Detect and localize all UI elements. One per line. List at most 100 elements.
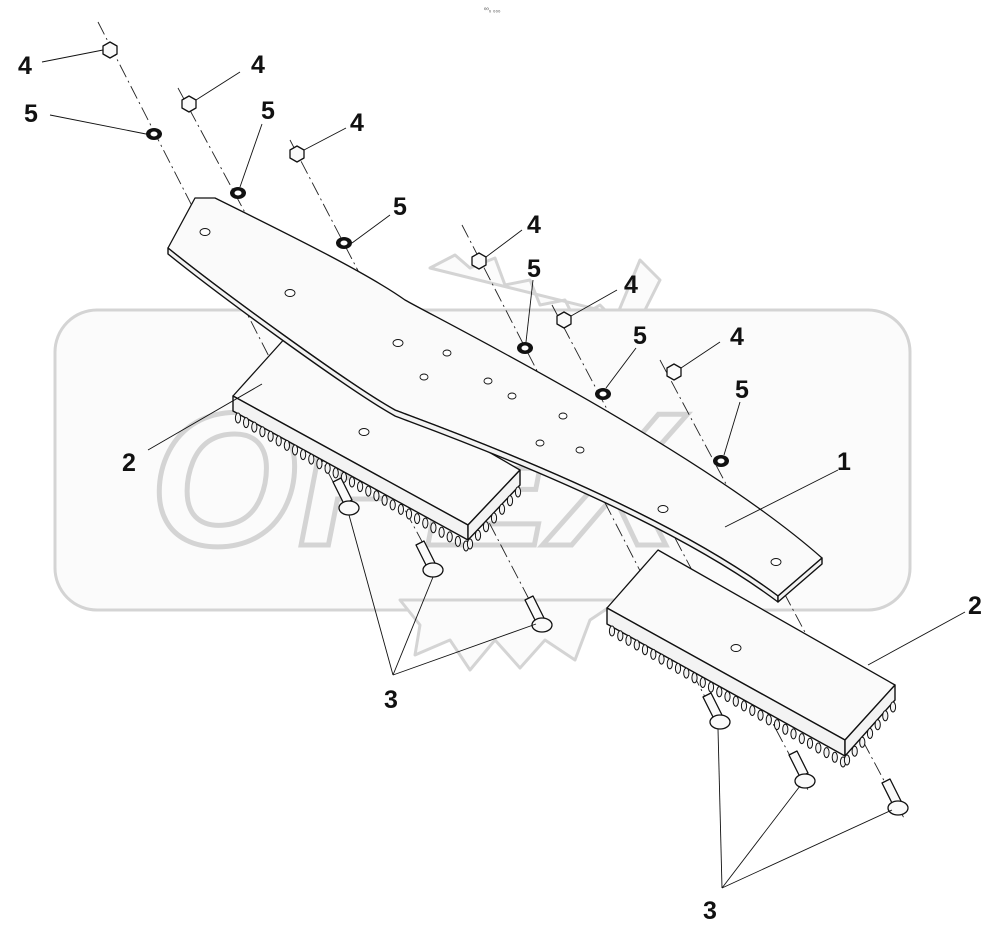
callout-5: 5 bbox=[24, 100, 38, 128]
pad-tooth bbox=[405, 508, 413, 520]
nut-icon bbox=[556, 311, 572, 329]
toothed-pad-right bbox=[606, 549, 897, 768]
pad-tooth bbox=[514, 486, 522, 498]
pad-left-teeth bbox=[234, 412, 522, 552]
pad-tooth bbox=[397, 503, 404, 515]
callouts: 4 4 4 4 4 4 5 5 5 5 5 5 1 2 2 3 3 bbox=[18, 51, 982, 925]
pad-tooth bbox=[815, 742, 822, 754]
leader-4c bbox=[303, 127, 347, 151]
bar-hole bbox=[392, 339, 404, 347]
bar-hole bbox=[575, 446, 585, 454]
pad-tooth bbox=[823, 747, 830, 759]
toothed-pad-left bbox=[232, 335, 522, 552]
pad-tooth bbox=[633, 639, 640, 651]
bolt-icon bbox=[415, 540, 444, 578]
watermark-gear-bottom bbox=[398, 598, 622, 672]
callout-3: 3 bbox=[703, 897, 717, 925]
pad-tooth bbox=[658, 653, 665, 665]
callout-5: 5 bbox=[393, 193, 407, 221]
pad-tooth bbox=[866, 728, 874, 739]
bar-hole bbox=[284, 289, 296, 297]
leader-5c bbox=[351, 214, 391, 244]
pad-tooth bbox=[332, 467, 339, 479]
pad-tooth bbox=[251, 421, 258, 433]
bar-hole bbox=[770, 558, 782, 566]
nuts bbox=[102, 41, 682, 381]
leader-4a bbox=[41, 49, 104, 63]
pad-tooth bbox=[625, 634, 632, 646]
pad-tooth bbox=[806, 737, 814, 749]
nut-icon bbox=[289, 145, 305, 163]
leader-5a bbox=[49, 114, 147, 135]
bar-hole bbox=[507, 392, 517, 400]
callout-5: 5 bbox=[527, 255, 541, 283]
leader-5f bbox=[723, 401, 741, 456]
leader-5b bbox=[239, 123, 263, 188]
pad-hole bbox=[358, 428, 370, 436]
leader-3a-3 bbox=[392, 623, 537, 676]
pad-tooth bbox=[414, 513, 421, 525]
pad-tooth bbox=[490, 512, 498, 524]
callout-4: 4 bbox=[350, 109, 364, 137]
nut-icon bbox=[181, 95, 197, 113]
leader-3b-1 bbox=[717, 728, 723, 889]
pad-tooth bbox=[389, 499, 396, 511]
pad-hole bbox=[730, 644, 742, 652]
leader-4f bbox=[680, 341, 721, 369]
pad-tooth bbox=[765, 714, 772, 726]
leader-3b-3 bbox=[721, 809, 893, 889]
callout-4: 4 bbox=[251, 51, 265, 79]
bar-hole bbox=[199, 228, 211, 236]
pad-tooth bbox=[608, 625, 616, 637]
callout-4: 4 bbox=[624, 271, 638, 299]
nut-icon bbox=[102, 41, 118, 59]
pad-tooth bbox=[889, 701, 897, 713]
pad-tooth bbox=[348, 476, 356, 488]
pad-tooth bbox=[851, 745, 858, 757]
leader-lines bbox=[41, 49, 966, 889]
pad-tooth bbox=[666, 658, 673, 670]
washer-icon bbox=[230, 187, 246, 199]
bar-hole bbox=[483, 377, 493, 385]
leader-3a-2 bbox=[392, 576, 434, 676]
nut-icon bbox=[471, 252, 487, 270]
callout-5: 5 bbox=[261, 97, 275, 125]
pad-tooth bbox=[430, 522, 437, 534]
pad-tooth bbox=[365, 485, 372, 497]
pad-tooth bbox=[357, 481, 364, 493]
callout-4: 4 bbox=[18, 52, 32, 80]
bar-hole bbox=[558, 412, 568, 420]
leader-4e bbox=[570, 289, 618, 317]
pad-tooth bbox=[782, 723, 789, 735]
pad-tooth bbox=[498, 503, 506, 515]
callout-2: 2 bbox=[122, 449, 136, 477]
pad-tooth bbox=[831, 751, 838, 763]
bar-holes bbox=[199, 228, 782, 652]
washer-icon bbox=[146, 128, 162, 140]
pad-right-teeth bbox=[608, 625, 897, 768]
pad-tooth bbox=[259, 426, 266, 438]
pad-tooth bbox=[650, 648, 657, 660]
pad-tooth bbox=[757, 709, 764, 721]
pad-tooth bbox=[454, 535, 461, 547]
pad-tooth bbox=[699, 677, 706, 688]
pad-tooth bbox=[324, 462, 331, 474]
pad-tooth bbox=[691, 672, 698, 684]
pad-tooth bbox=[275, 435, 282, 447]
leader-4d bbox=[485, 229, 523, 258]
pad-tooth bbox=[381, 494, 388, 506]
pad-tooth bbox=[740, 700, 748, 712]
pad-tooth bbox=[291, 444, 299, 456]
pad-tooth bbox=[446, 531, 453, 543]
washer-icon bbox=[517, 342, 533, 354]
bolt-icon bbox=[881, 778, 909, 816]
pad-tooth bbox=[707, 681, 715, 693]
pad-tooth bbox=[773, 719, 781, 731]
leader-2a bbox=[147, 383, 263, 451]
leader-5d bbox=[525, 279, 534, 343]
pad-tooth bbox=[749, 705, 756, 716]
pad-tooth bbox=[300, 449, 307, 461]
pad-tooth bbox=[506, 495, 514, 507]
bar-end bbox=[777, 557, 823, 603]
pad-tooth bbox=[373, 490, 380, 502]
